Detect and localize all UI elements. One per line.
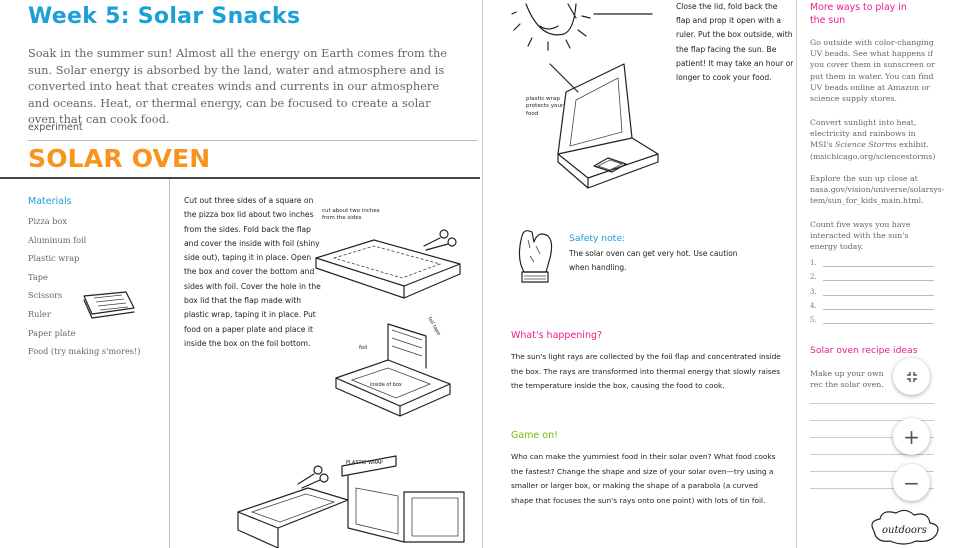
sun-icon bbox=[511, 3, 591, 51]
outdoors-badge: outdoors bbox=[871, 509, 939, 545]
experiment-title: SOLAR OVEN bbox=[28, 144, 211, 173]
write-line bbox=[810, 471, 934, 472]
material-item: Aluminum foil bbox=[28, 234, 87, 245]
count-row: 2. bbox=[810, 267, 934, 282]
count-row: 4. bbox=[810, 296, 934, 310]
game-text: Who can make the yummiest food in their … bbox=[511, 452, 776, 505]
material-item: Tape bbox=[28, 271, 48, 282]
page-title: Week 5: Solar Snacks bbox=[28, 4, 301, 29]
sidebar-text: Convert sunlight into heat, electricity … bbox=[810, 118, 917, 150]
pizza-box-cut-illustration bbox=[315, 229, 461, 299]
count-list: 1. 2. 3. 4. 5. bbox=[810, 253, 934, 324]
count-number: 2. bbox=[810, 273, 817, 282]
write-line bbox=[810, 420, 934, 421]
zoom-out-button[interactable]: − bbox=[893, 464, 930, 501]
sidebar-title: More ways to play in the sun bbox=[810, 2, 907, 26]
count-number: 1. bbox=[810, 259, 817, 268]
count-row: 5. bbox=[810, 310, 934, 324]
experiment-label: experiment bbox=[28, 122, 83, 133]
write-line bbox=[810, 488, 934, 489]
count-number: 3. bbox=[810, 287, 817, 296]
foil-annotation: foil bbox=[359, 345, 368, 351]
material-item: Food (try making s'mores!) bbox=[28, 346, 141, 357]
plate-label: inside of box bbox=[370, 382, 402, 388]
material-item: Scissors bbox=[28, 290, 63, 301]
sidebar-divider bbox=[796, 0, 797, 548]
material-item: Paper plate bbox=[28, 327, 76, 338]
divider bbox=[0, 177, 480, 179]
fit-to-page-button[interactable] bbox=[893, 358, 930, 395]
material-item: Plastic wrap bbox=[28, 253, 80, 264]
count-number: 5. bbox=[810, 315, 817, 324]
game-heading: Game on! bbox=[511, 430, 558, 441]
scissors-icon bbox=[297, 465, 329, 489]
write-line bbox=[810, 454, 934, 455]
instructions-step1: Cut out three sides of a square on the p… bbox=[184, 196, 321, 348]
happening-heading: What's happening? bbox=[511, 330, 603, 341]
badge-label: outdoors bbox=[882, 525, 927, 536]
materials-heading: Materials bbox=[28, 196, 72, 207]
smores-illustration bbox=[83, 291, 135, 319]
box-assembly-illustration: PLASTIC WRAP bbox=[237, 455, 465, 548]
oven-mitt-icon bbox=[518, 230, 553, 283]
page-divider bbox=[482, 0, 483, 548]
intro-paragraph: Soak in the summer sun! Almost all the e… bbox=[28, 46, 448, 127]
write-line bbox=[810, 403, 934, 404]
cut-annotation: cut about two inches from the sides bbox=[322, 208, 380, 221]
divider bbox=[28, 140, 478, 141]
recipe-heading: Solar oven recipe ideas bbox=[810, 345, 918, 356]
plastic-wrap-annotation: plastic wrap protects your food bbox=[526, 96, 564, 117]
solar-oven-illustration bbox=[557, 63, 659, 189]
sidebar-paragraph: Go outside with color-changing UV beads.… bbox=[810, 38, 935, 104]
write-line bbox=[810, 437, 934, 438]
safety-text: The solar oven can get very hot. Use cau… bbox=[569, 249, 738, 272]
scissors-icon bbox=[423, 229, 457, 251]
tape-label: foil tape bbox=[426, 316, 441, 337]
sidebar-paragraph: Convert sunlight into heat, electricity … bbox=[810, 117, 936, 162]
foil-step-illustration: inside of box foil tape bbox=[335, 316, 451, 417]
recipe-text: Make up your own rec the solar oven. bbox=[810, 369, 884, 390]
materials-list: Pizza box Aluminum foil Plastic wrap Tap… bbox=[28, 216, 141, 365]
sidebar-paragraph: Count five ways you have interacted with… bbox=[810, 220, 911, 252]
fit-to-page-icon bbox=[906, 371, 917, 382]
foil-roll-label: PLASTIC WRAP bbox=[346, 460, 383, 466]
material-item: Ruler bbox=[28, 308, 51, 319]
happening-text: The sun's light rays are collected by th… bbox=[511, 352, 781, 390]
sidebar-paragraph: Explore the sun up close at nasa.gov/vis… bbox=[810, 174, 945, 206]
instructions-step2: Close the lid, fold back the flap and pr… bbox=[676, 2, 794, 83]
count-number: 4. bbox=[810, 301, 817, 310]
minus-icon: − bbox=[903, 470, 920, 495]
plus-icon: + bbox=[903, 424, 920, 449]
safety-heading: Safety note: bbox=[569, 233, 626, 244]
count-row: 3. bbox=[810, 281, 934, 296]
material-item: Pizza box bbox=[28, 216, 68, 226]
count-row: 1. bbox=[810, 253, 934, 268]
zoom-in-button[interactable]: + bbox=[893, 418, 930, 455]
sidebar-text: exhibit. (msichicago.org/sciencestorms) bbox=[810, 140, 936, 161]
sun-rays-lines bbox=[549, 3, 653, 93]
column-divider bbox=[169, 179, 170, 548]
exhibit-name: Science Storms bbox=[835, 140, 897, 150]
